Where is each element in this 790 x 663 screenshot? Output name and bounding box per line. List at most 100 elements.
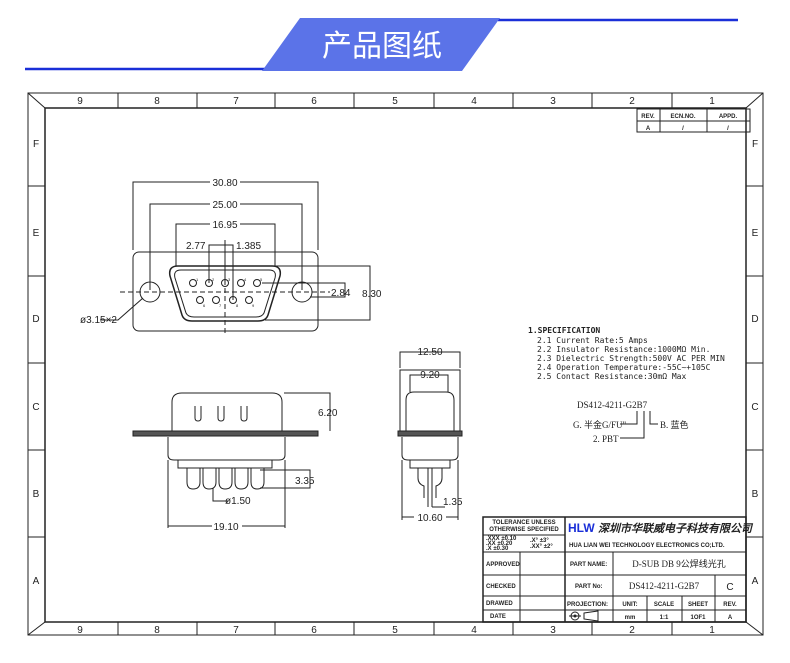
pin-number: 5 xyxy=(260,277,263,282)
tolerance: .XXX ±0.10 xyxy=(486,536,517,542)
pin xyxy=(189,279,197,287)
pin xyxy=(253,279,261,287)
ruler-row: B xyxy=(33,489,40,500)
ruler-col: 1 xyxy=(709,625,715,636)
dim-pin-dia: ø1.50 xyxy=(225,496,251,507)
company-logo: HLW xyxy=(568,521,595,535)
ruler-col: 6 xyxy=(311,96,317,107)
ruler-col: 1 xyxy=(709,96,715,107)
side-pin xyxy=(218,468,233,490)
dim-row-offset: 2.84 xyxy=(331,288,351,299)
appd-header: APPD. xyxy=(719,114,738,120)
dim-pin-length: 3.35 xyxy=(295,476,315,487)
dim-side-height: 6.20 xyxy=(318,408,338,419)
scale: 1:1 xyxy=(660,615,669,621)
ruler-col: 3 xyxy=(550,625,556,636)
dim-half-pitch: 1.385 xyxy=(236,241,261,252)
tolerance-title: TOLERANCE UNLESS xyxy=(492,520,555,526)
tolerance: .X ±0.30 xyxy=(486,546,509,552)
ruler-row: D xyxy=(32,314,39,325)
scale-label: SCALE xyxy=(654,602,674,608)
appd-value: / xyxy=(727,126,729,132)
ruler-col: 2 xyxy=(629,96,635,107)
part-name-label: PART NAME: xyxy=(570,562,607,568)
company-name-cn: 深圳市华联威电子科技有限公司 xyxy=(598,522,754,535)
tolerance: .XX ±0.20 xyxy=(486,541,513,547)
pin-number: 6 xyxy=(203,303,206,308)
pin-number: 2 xyxy=(212,277,215,282)
ruler-col: 6 xyxy=(311,625,317,636)
part-name: D-SUB DB 9公焊线光孔 xyxy=(632,558,726,569)
part-code: DS412-4211-G2B7 xyxy=(577,400,648,410)
pin-number: 7 xyxy=(219,303,222,308)
ruler-row: A xyxy=(752,576,759,587)
part-code-b: B. 蓝色 xyxy=(660,419,689,430)
specification: 1.SPECIFICATION 2.1 Current Rate:5 Amps … xyxy=(528,326,725,381)
ruler-col: 5 xyxy=(392,96,398,107)
pin-number: 9 xyxy=(252,303,255,308)
ecn-header: ECN.NO. xyxy=(670,114,695,120)
spec-item: 2.4 Operation Temperature:-55C~+105C xyxy=(537,363,711,372)
spec-item: 2.2 Insulator Resistance:1000MΩ Min. xyxy=(537,345,710,354)
ruler-col: 2 xyxy=(629,625,635,636)
ruler-col: 4 xyxy=(471,96,477,107)
drawing-frame: 9 8 7 6 5 4 3 2 1 9 8 7 6 5 4 3 2 1 F E … xyxy=(27,92,764,636)
dim-side-width: 19.10 xyxy=(213,522,238,533)
pin xyxy=(212,296,220,304)
dim-height: 8.30 xyxy=(362,289,382,300)
end-view: 12.50 9.20 1.35 10.60 xyxy=(397,347,463,524)
ruler-col: 3 xyxy=(550,96,556,107)
drawed-label: DRAWED xyxy=(486,601,513,607)
projection-label: PROJECTION: xyxy=(567,602,608,608)
ruler-row: F xyxy=(752,139,758,150)
dim-shell: 16.95 xyxy=(212,220,237,231)
revision-table: REV. ECN.NO. APPD. A / / xyxy=(636,108,751,133)
ruler-col: 7 xyxy=(233,625,239,636)
ruler-right: F E D C B A xyxy=(751,139,758,587)
spec-item: 2.5 Contact Resistance:30mΩ Max xyxy=(537,372,686,381)
unit: mm xyxy=(625,615,636,621)
company-name-en: HUA LIAN WEI TECHNOLOGY ELECTRONICS CO;L… xyxy=(569,543,725,549)
ruler-col: 5 xyxy=(392,625,398,636)
title-block: TOLERANCE UNLESS OTHERWISE SPECIFIED .XX… xyxy=(482,516,754,623)
approved-label: APPROVED xyxy=(486,562,520,568)
dim-hole: ø3.15×2 xyxy=(80,315,117,326)
rev-value: A xyxy=(646,126,651,132)
dim-end-bottom: 10.60 xyxy=(417,513,442,524)
ruler-left: F E D C B A xyxy=(32,139,39,587)
sheet: 1OF1 xyxy=(690,615,706,621)
pin xyxy=(196,296,204,304)
side-pin xyxy=(202,468,217,490)
ruler-row: F xyxy=(33,139,39,150)
part-rev: C xyxy=(726,582,733,593)
d-shell xyxy=(168,265,282,322)
date-label: DATE xyxy=(490,614,506,620)
ruler-col: 4 xyxy=(471,625,477,636)
checked-label: CHECKED xyxy=(486,584,516,590)
dim-overall: 30.80 xyxy=(212,178,237,189)
dim-end-inner: 9.20 xyxy=(420,370,440,381)
banner-title: 产品图纸 xyxy=(322,29,442,64)
ruler-bottom: 9 8 7 6 5 4 3 2 1 xyxy=(77,625,715,636)
ruler-row: D xyxy=(751,314,758,325)
side-view: 6.20 3.35 ø1.50 19.10 xyxy=(132,392,338,533)
ruler-col: 8 xyxy=(154,96,160,107)
ruler-row: E xyxy=(33,228,40,239)
ruler-col: 8 xyxy=(154,625,160,636)
dim-end-pin: 1.35 xyxy=(443,497,463,508)
angle-tolerance: .XX° ±2° xyxy=(530,544,553,550)
part-code-legend: DS412-4211-G2B7 G. 半金G/FU" 2. PBT B. 蓝色 xyxy=(573,400,689,444)
spec-item: 2.3 Dielectric Strength:500V AC PER MIN xyxy=(537,354,725,363)
banner-shape xyxy=(262,18,500,71)
pin xyxy=(245,296,253,304)
part-no: DS412-4211-G2B7 xyxy=(629,581,700,591)
angle-tolerance: .X° ±3° xyxy=(530,538,549,544)
banner: 产品图纸 xyxy=(25,18,738,71)
ruler-col: 9 xyxy=(77,96,83,107)
rev: A xyxy=(728,615,733,621)
ruler-row: C xyxy=(32,402,39,413)
spec-title: 1.SPECIFICATION xyxy=(528,326,600,335)
part-code-2: 2. PBT xyxy=(593,434,619,444)
dim-end-top: 12.50 xyxy=(417,347,442,358)
